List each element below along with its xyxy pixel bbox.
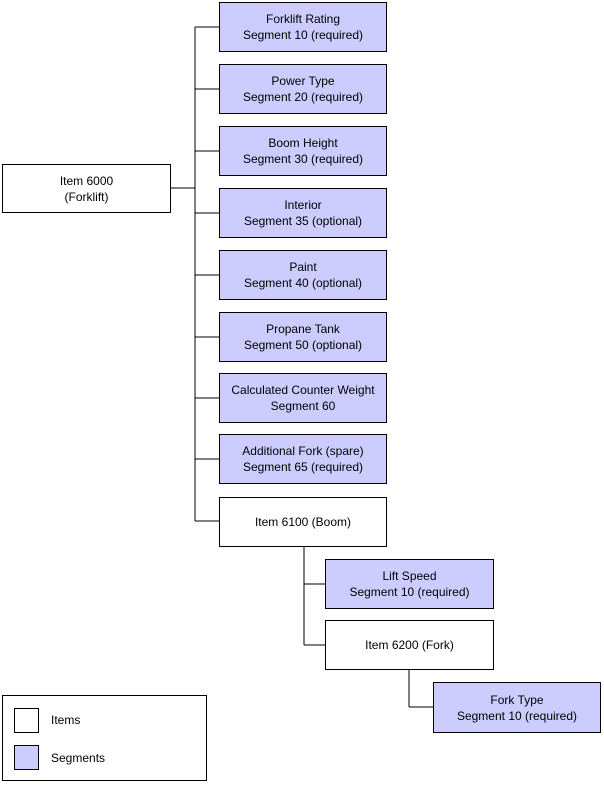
segment-forklift-rating-label: Forklift Rating bbox=[265, 12, 341, 26]
segment-boom-height-node: Boom Height Segment 30 (required) bbox=[219, 126, 387, 176]
segment-counter-weight-sublabel: Segment 60 bbox=[270, 399, 336, 413]
legend-items-label: Items bbox=[51, 713, 81, 727]
segment-power-type-node: Power Type Segment 20 (required) bbox=[219, 64, 387, 114]
segment-interior-sublabel: Segment 35 (optional) bbox=[243, 214, 363, 228]
legend-segments-label: Segments bbox=[51, 751, 106, 765]
segment-lift-speed-sublabel: Segment 10 (required) bbox=[349, 585, 470, 599]
segment-paint-label: Paint bbox=[289, 260, 317, 274]
legend: Items Segments bbox=[2, 695, 207, 781]
item-6100-node: Item 6100 (Boom) bbox=[219, 497, 387, 547]
segment-propane-tank-node: Propane Tank Segment 50 (optional) bbox=[219, 312, 387, 362]
segment-forklift-rating-sublabel: Segment 10 (required) bbox=[242, 28, 364, 42]
item-6200-node: Item 6200 (Fork) bbox=[325, 620, 494, 670]
segment-boom-height-label: Boom Height bbox=[268, 136, 338, 150]
legend-segments-swatch bbox=[14, 745, 39, 770]
item-6200-label: Item 6200 (Fork) bbox=[365, 638, 454, 652]
segment-additional-fork-sublabel: Segment 65 (required) bbox=[242, 460, 364, 474]
segment-counter-weight-node: Calculated Counter Weight Segment 60 bbox=[219, 373, 387, 423]
segment-additional-fork-label: Additional Fork (spare) bbox=[242, 444, 364, 458]
segment-fork-type-node: Fork Type Segment 10 (required) bbox=[433, 682, 601, 733]
segment-counter-weight-label: Calculated Counter Weight bbox=[231, 383, 375, 397]
segment-propane-tank-label: Propane Tank bbox=[266, 322, 340, 336]
segment-paint-sublabel: Segment 40 (optional) bbox=[243, 276, 363, 290]
segment-additional-fork-node: Additional Fork (spare) Segment 65 (requ… bbox=[219, 434, 387, 484]
item-6000-node: Item 6000 (Forklift) bbox=[2, 164, 171, 213]
legend-items-swatch bbox=[14, 708, 39, 733]
item-6000-sublabel: (Forklift) bbox=[64, 189, 109, 204]
item-6000-label: Item 6000 bbox=[59, 173, 114, 188]
segment-power-type-label: Power Type bbox=[271, 74, 335, 88]
segment-paint-node: Paint Segment 40 (optional) bbox=[219, 250, 387, 300]
segment-propane-tank-sublabel: Segment 50 (optional) bbox=[243, 338, 363, 352]
segment-fork-type-label: Fork Type bbox=[490, 692, 544, 707]
segment-interior-node: Interior Segment 35 (optional) bbox=[219, 188, 387, 238]
segment-lift-speed-label: Lift Speed bbox=[382, 569, 437, 583]
segment-fork-type-sublabel: Segment 10 (required) bbox=[456, 708, 578, 723]
segment-power-type-sublabel: Segment 20 (required) bbox=[242, 90, 364, 104]
segment-boom-height-sublabel: Segment 30 (required) bbox=[242, 152, 364, 166]
segment-lift-speed-node: Lift Speed Segment 10 (required) bbox=[325, 559, 494, 609]
segment-forklift-rating-node: Forklift Rating Segment 10 (required) bbox=[219, 2, 387, 52]
item-6100-label: Item 6100 (Boom) bbox=[254, 515, 352, 529]
segment-interior-label: Interior bbox=[284, 198, 322, 212]
